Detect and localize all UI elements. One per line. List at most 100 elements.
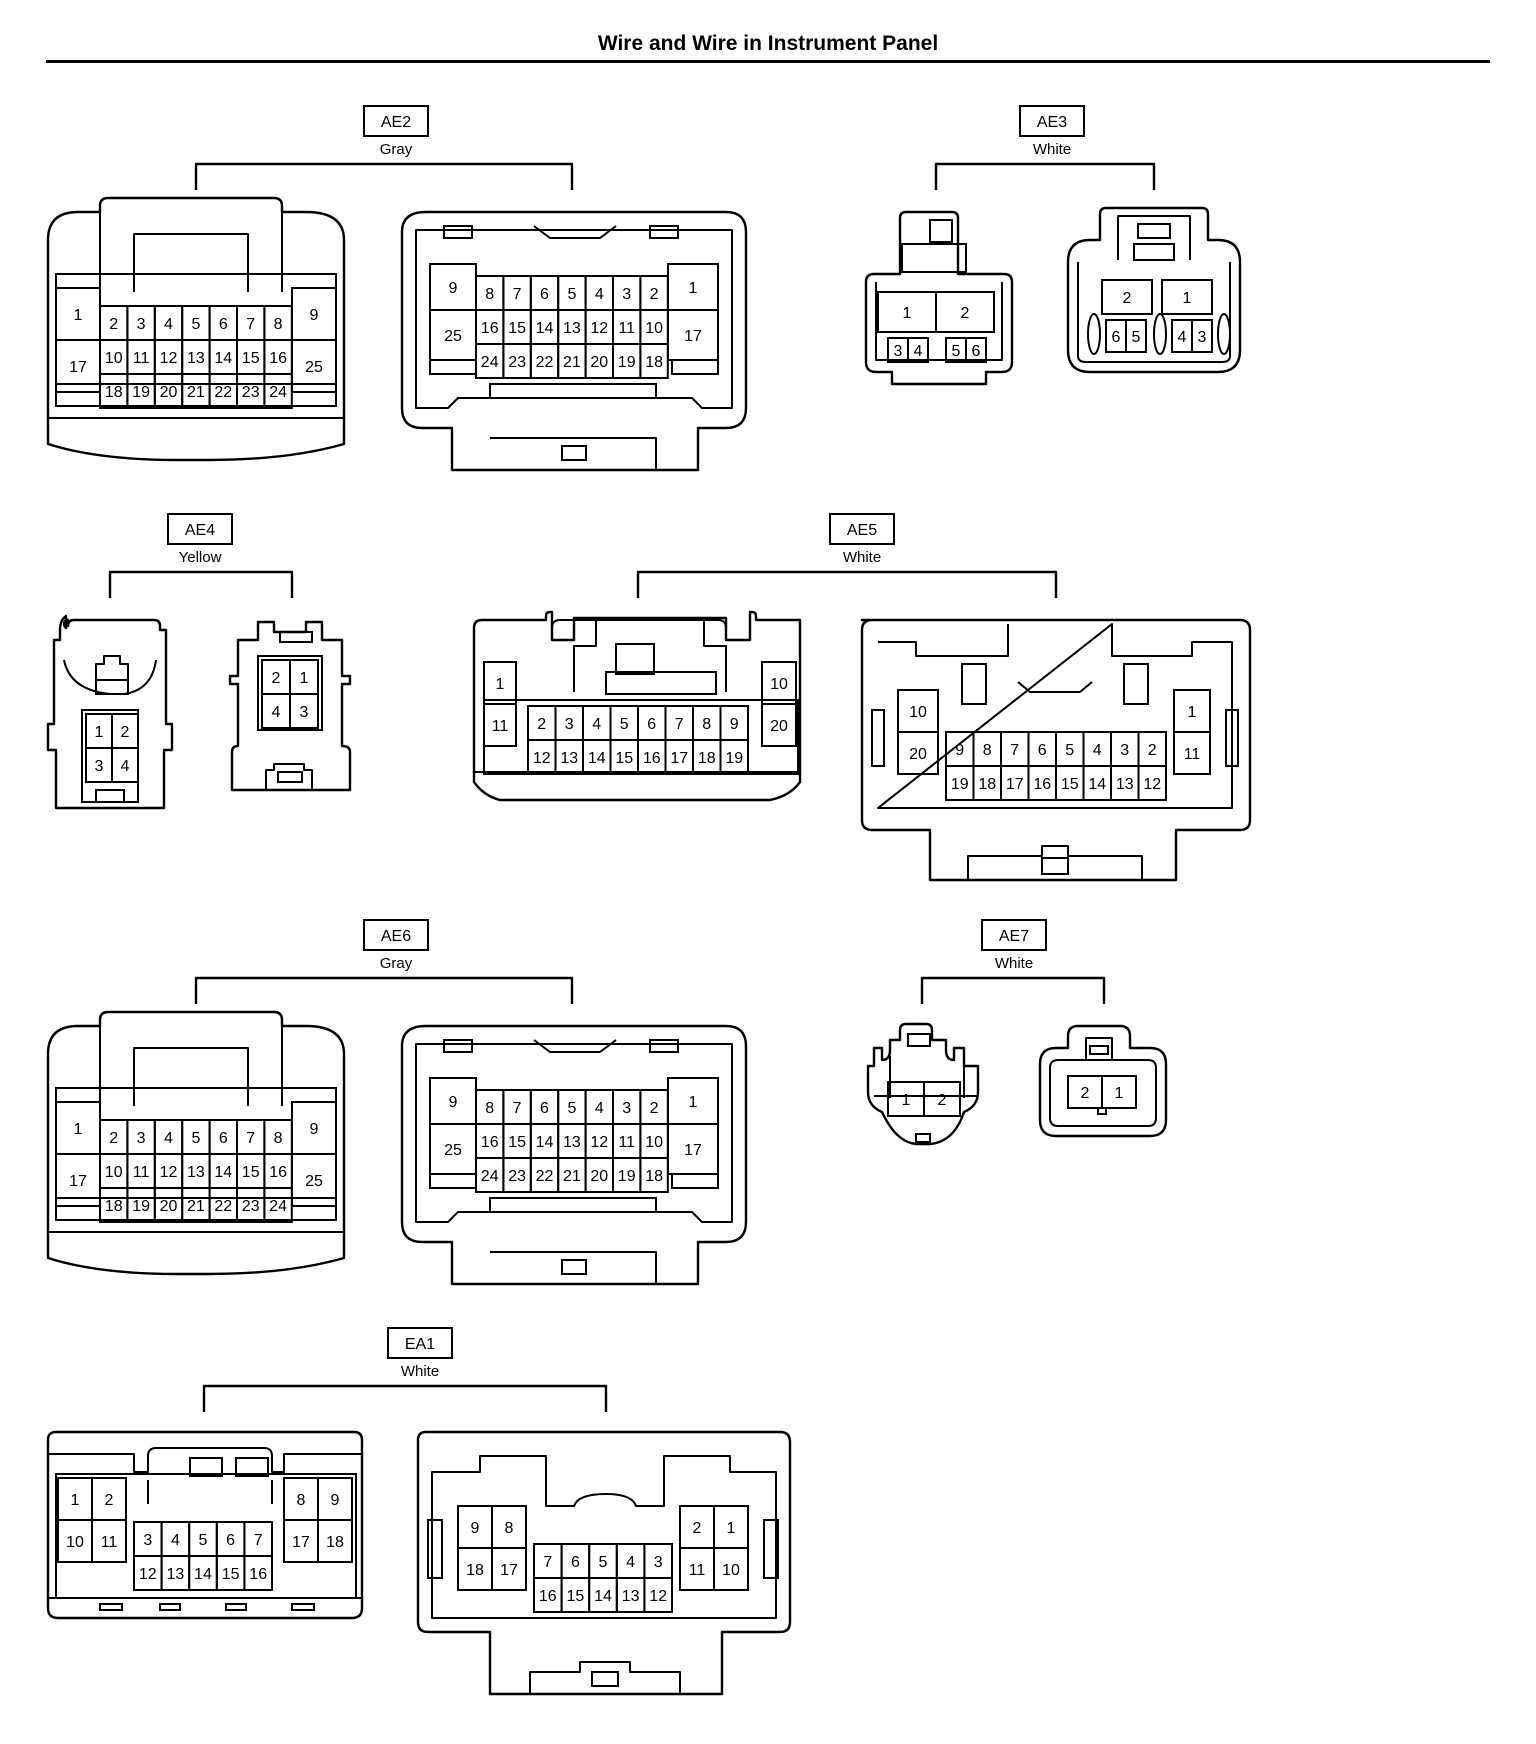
pin-cell	[897, 731, 939, 775]
pin-number: 5	[599, 1554, 608, 1571]
pin-number: 1	[1188, 704, 1197, 721]
pin-number: 2	[537, 716, 546, 733]
pin-number: 16	[539, 1588, 557, 1605]
housing-outline	[1038, 1024, 1168, 1138]
pin-number: 4	[592, 716, 601, 733]
housing-latch	[133, 1047, 249, 1106]
pin-number: 9	[955, 742, 964, 759]
pin-number: 1	[1183, 290, 1192, 307]
connector-code-box	[1019, 105, 1085, 137]
connector-color: White	[843, 549, 881, 566]
pin-number: 2	[272, 670, 281, 687]
pin-number: 2	[109, 316, 118, 333]
pin-number: 6	[219, 1130, 228, 1147]
housing-detail	[277, 771, 303, 783]
pin-number: 17	[292, 1534, 310, 1551]
pin-number: 7	[254, 1532, 263, 1549]
pin-number: 8	[297, 1492, 306, 1509]
pin-number: 18	[978, 776, 996, 793]
housing-detail	[1089, 1045, 1109, 1055]
pin-number: 18	[105, 1198, 123, 1215]
page-title: Wire and Wire in Instrument Panel	[597, 32, 939, 55]
pin-number: 16	[481, 320, 499, 337]
housing-detail	[147, 1480, 273, 1504]
pin-number: 14	[214, 1164, 232, 1181]
connector-bracket	[636, 570, 1058, 598]
pin-number: 17	[500, 1562, 518, 1579]
pin-number: 7	[513, 1100, 522, 1117]
housing-detail	[649, 225, 679, 239]
housing-detail	[279, 631, 313, 643]
pin-number: 14	[214, 350, 232, 367]
housing-detail	[429, 359, 477, 375]
pin-number: 8	[702, 716, 711, 733]
pin-number: 7	[675, 716, 684, 733]
pin-cell	[1101, 1075, 1137, 1109]
pin-number: 16	[249, 1566, 267, 1583]
pin-number: 2	[121, 724, 130, 741]
pin-number: 16	[269, 350, 287, 367]
pin-number: 4	[164, 316, 173, 333]
pin-number: 7	[543, 1554, 552, 1571]
pin-number: 9	[730, 716, 739, 733]
pin-number: 12	[160, 1164, 178, 1181]
pin-number: 17	[684, 1142, 702, 1159]
pin-number: 17	[670, 750, 688, 767]
pin-number: 2	[693, 1520, 702, 1537]
housing-detail	[490, 1251, 657, 1284]
pin-number: 14	[536, 1134, 554, 1151]
pin-number: 18	[645, 1168, 663, 1185]
pin-number: 3	[143, 1532, 152, 1549]
pin-number: 2	[650, 286, 659, 303]
connector-code: AE6	[381, 928, 411, 945]
pin-number: 9	[331, 1492, 340, 1509]
pin-number: 18	[698, 750, 716, 767]
pin-number: 3	[622, 286, 631, 303]
housing-detail	[48, 1447, 362, 1473]
pin-cell	[291, 339, 337, 393]
pin-number: 15	[615, 750, 633, 767]
pin-number: 12	[590, 320, 608, 337]
housing-detail	[95, 679, 129, 695]
housing-detail	[55, 1197, 337, 1221]
connector-code-box	[363, 919, 429, 951]
housing-detail	[961, 663, 987, 705]
housing-detail	[671, 1173, 719, 1189]
connector-code: AE5	[847, 522, 877, 539]
pin-number: 8	[274, 316, 283, 333]
pin-number: 16	[481, 1134, 499, 1151]
connector-code-box	[363, 105, 429, 137]
pin-number: 3	[137, 1130, 146, 1147]
pin-number: 25	[444, 1142, 462, 1159]
housing-detail	[489, 1197, 657, 1213]
housing-detail	[159, 1603, 181, 1611]
pin-cell	[965, 337, 987, 363]
pin-number: 10	[645, 320, 663, 337]
pin-number: 20	[590, 354, 608, 371]
housing-detail	[649, 1039, 679, 1053]
connector-code: EA1	[405, 1336, 435, 1353]
housing-detail	[291, 1603, 315, 1611]
pin-number: 1	[903, 305, 912, 322]
pin-number: 20	[590, 1168, 608, 1185]
pin-number: 1	[300, 670, 309, 687]
pin-number: 3	[1198, 329, 1207, 346]
pin-number: 5	[952, 343, 961, 360]
housing-detail	[1123, 663, 1149, 705]
pin-number: 7	[246, 316, 255, 333]
pin-number: 17	[684, 328, 702, 345]
pin-number: 4	[1178, 329, 1187, 346]
pin-number: 11	[492, 718, 509, 735]
housing-latch	[265, 763, 313, 790]
pin-number: 22	[536, 354, 554, 371]
pin-number: 18	[645, 354, 663, 371]
pin-number: 10	[66, 1534, 84, 1551]
pin-number: 10	[722, 1562, 740, 1579]
pin-number: 6	[647, 716, 656, 733]
pin-number: 8	[485, 286, 494, 303]
